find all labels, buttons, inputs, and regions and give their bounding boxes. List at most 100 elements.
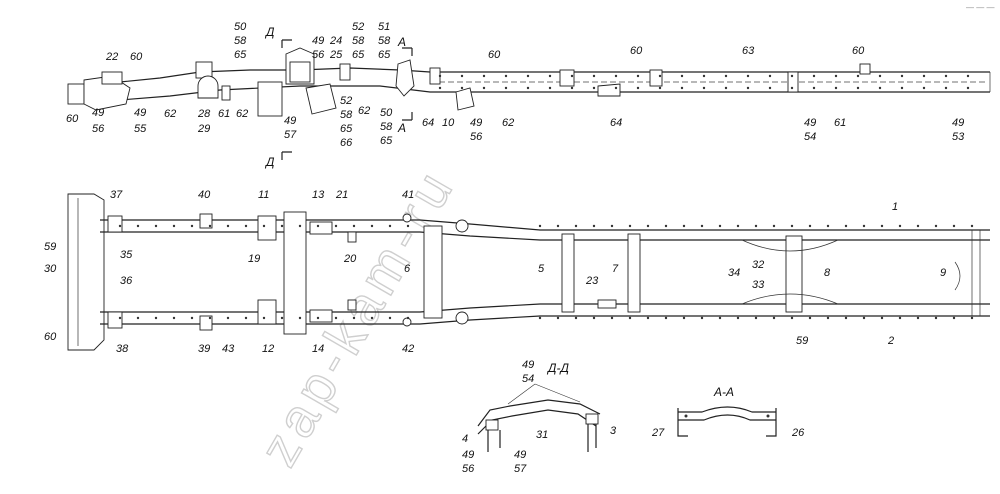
callout-label: 52 [352,21,364,33]
callout-label: 10 [442,117,455,129]
callout-label: 49 [804,117,816,129]
rivet [636,74,640,78]
callout-label: 56 [312,49,325,61]
rivet [944,74,948,78]
rivet [352,316,356,320]
callout-label: 32 [752,259,764,271]
rivet [826,316,830,320]
rivet [154,316,158,320]
callout-label: 57 [284,129,297,141]
callout-label: 60 [66,113,79,125]
rivet [636,86,640,90]
rivet [438,86,442,90]
callout-label: 23 [585,275,599,287]
rivet [856,74,860,78]
callout-label: 52 [340,95,352,107]
callout-label: 58 [234,35,247,47]
section-marker-a-bottom: А [397,121,406,135]
rivet [460,86,464,90]
rivet [504,74,508,78]
rivet [244,316,248,320]
rivet [438,74,442,78]
callout-label: 34 [728,267,740,279]
plan-view [67,193,990,351]
rivet [526,74,530,78]
rivet [718,316,722,320]
rivet [680,86,684,90]
rivet [646,224,650,228]
callout-label: 54 [804,131,816,143]
rivet [592,86,596,90]
callout-label: 53 [952,131,965,143]
rivet [226,224,230,228]
rivet [702,74,706,78]
rivet [190,316,194,320]
callout-label: 58 [340,109,353,121]
callout-label: 58 [378,35,391,47]
callout-label: 6 [404,263,411,275]
rivet [388,316,392,320]
rivet [844,224,848,228]
callout-label: 13 [312,189,325,201]
callout-label: 26 [791,427,805,439]
rivet [298,224,302,228]
side-view [67,39,991,160]
rivet [280,224,284,228]
callout-label: 24 [329,35,342,47]
rivet [664,316,668,320]
callout-label: 39 [198,343,210,355]
rivet [646,316,650,320]
rivet [880,316,884,320]
rivet [592,224,596,228]
rivet [570,86,574,90]
rivet [700,316,704,320]
rivet [538,316,542,320]
rivet [878,74,882,78]
callout-label: 61 [834,117,846,129]
callout-label: 1 [892,201,898,213]
callout-label: 60 [852,45,865,57]
rivet [702,86,706,90]
callout-label: 62 [502,117,514,129]
rivet [526,86,530,90]
callout-label: 14 [312,343,324,355]
rivet [878,86,882,90]
callout-label: 65 [378,49,391,61]
rivet [548,74,552,78]
callout-label: 64 [610,117,622,129]
rivet [460,74,464,78]
rivet [970,316,974,320]
rivet [754,224,758,228]
section-d-d [477,383,601,452]
rivet [226,316,230,320]
rivet [790,224,794,228]
rivet [736,316,740,320]
callout-label: 58 [380,121,393,133]
rivet [970,224,974,228]
callout-label: 49 [92,107,104,119]
callout-label: 20 [343,253,357,265]
callout-label: 40 [198,189,211,201]
section-a-a [677,406,777,437]
rivet [406,224,410,228]
callout-label: 25 [329,49,343,61]
corner-mark: — — — [966,3,994,12]
rivet [826,224,830,228]
rivet [772,316,776,320]
rivet [548,86,552,90]
callout-label: 42 [402,343,414,355]
callout-label: 22 [105,51,118,63]
rivet [856,86,860,90]
rivet [700,224,704,228]
callout-label: 35 [120,249,133,261]
rivet [844,316,848,320]
rivet [934,224,938,228]
callout-label: 4 [462,433,468,445]
rivet [482,74,486,78]
rivet [628,316,632,320]
rivet [808,316,812,320]
